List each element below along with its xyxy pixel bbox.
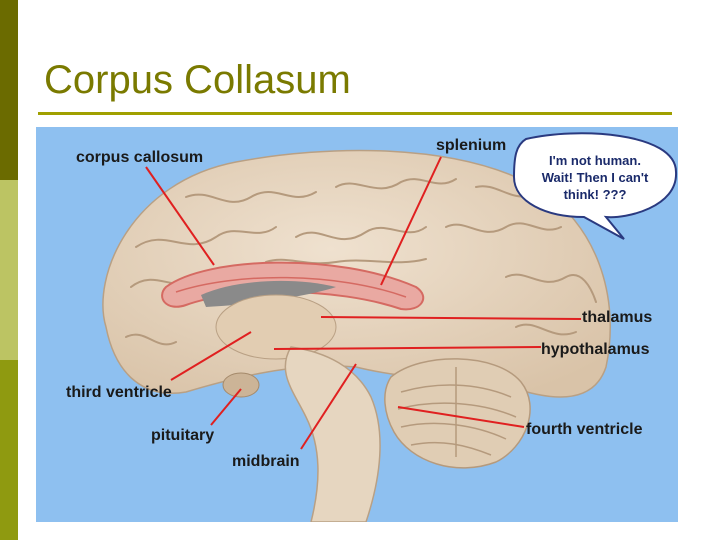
sidebar-accent-top <box>0 0 18 180</box>
pointer-pituitary <box>210 388 242 426</box>
brain-diagram: corpus callosum splenium thalamus hypoth… <box>36 127 678 522</box>
label-splenium: splenium <box>436 137 507 154</box>
speech-bubble-line-1: I'm not human. <box>549 153 641 168</box>
speech-bubble-shape <box>512 132 678 240</box>
pointer-hypothalamus <box>273 346 542 350</box>
speech-bubble-line-2: Wait! Then I can't <box>541 170 649 185</box>
label-hypothalamus: hypothalamus <box>541 341 650 358</box>
label-midbrain: midbrain <box>232 453 300 470</box>
title-underline <box>38 112 672 115</box>
cerebellum <box>384 358 531 469</box>
pointer-thalamus <box>320 316 582 320</box>
pointer-corpus-callosum <box>145 166 215 266</box>
brain-illustration <box>102 132 678 522</box>
slide-title: Corpus Collasum <box>44 58 351 102</box>
pointer-midbrain <box>300 363 357 450</box>
pointer-lines <box>145 156 582 450</box>
sidebar-accent-middle <box>0 180 18 360</box>
pointer-third-ventricle <box>170 331 252 381</box>
brainstem <box>284 346 381 522</box>
cerebellum-folia <box>397 367 517 457</box>
speech-bubble-text: I'm not human. Wait! Then I can't think!… <box>520 152 670 203</box>
label-third-ventricle: third ventricle <box>66 384 172 401</box>
sidebar-accent-bottom <box>0 360 18 540</box>
speech-bubble-line-3: think! ??? <box>563 187 627 202</box>
label-corpus-callosum: corpus callosum <box>76 149 204 166</box>
pointer-splenium <box>380 156 442 286</box>
pointer-fourth-ventricle <box>397 406 525 428</box>
label-thalamus: thalamus <box>582 309 653 326</box>
label-fourth-ventricle: fourth ventricle <box>526 421 643 438</box>
label-pituitary: pituitary <box>151 427 215 444</box>
thalamus-region <box>215 294 337 360</box>
pituitary-gland <box>222 372 260 398</box>
lateral-ventricle <box>201 280 336 307</box>
